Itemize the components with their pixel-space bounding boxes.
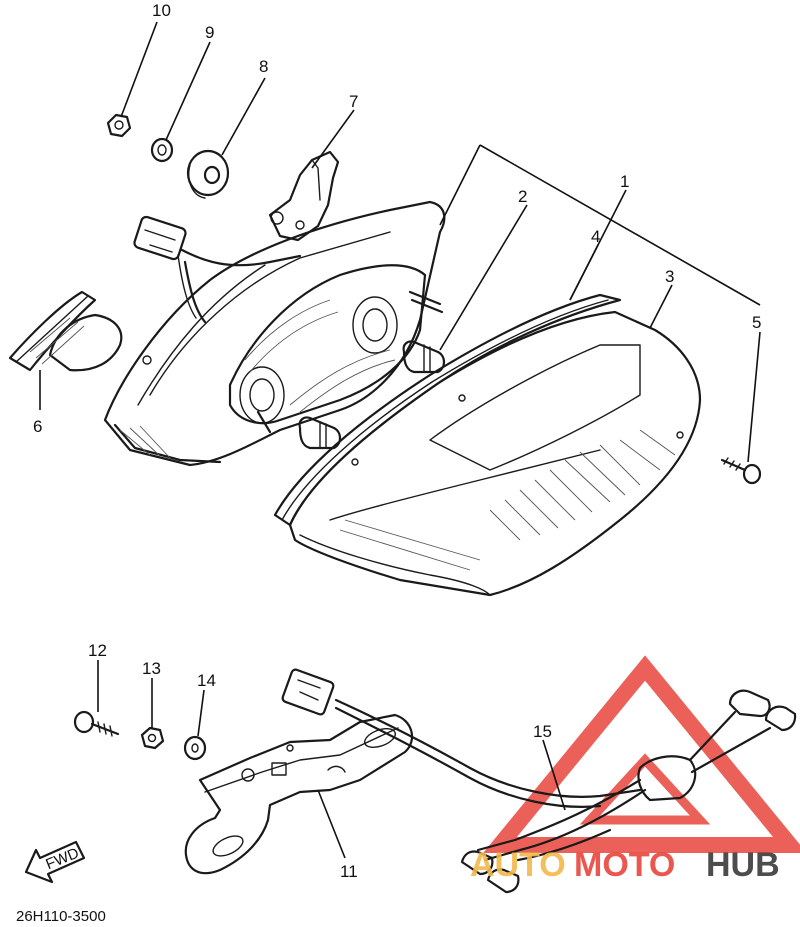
- callout-13: 13: [142, 659, 161, 678]
- watermark-logo: AUTO MOTO HUB: [470, 846, 780, 884]
- part-code: 26H110-3500: [16, 908, 106, 925]
- bracket-part: [268, 150, 340, 242]
- fwd-arrow-icon: FWD: [24, 840, 86, 884]
- bolt-part: [73, 710, 120, 737]
- leader-lines-lower: [97, 660, 566, 859]
- cushion-pad-part: [8, 290, 123, 372]
- callout-6: 6: [33, 417, 42, 436]
- washer-part: [150, 137, 174, 163]
- callout-11: 11: [340, 862, 358, 881]
- lower-nut-part: [140, 726, 165, 750]
- screw-part: [720, 457, 762, 485]
- taillight-lens: [288, 310, 702, 597]
- callout-3: 3: [665, 267, 674, 286]
- callout-5: 5: [752, 313, 761, 332]
- leader-lines: [39, 21, 761, 463]
- callout-2: 2: [518, 187, 527, 206]
- wire-harness: [281, 668, 797, 894]
- nut-part: [106, 113, 132, 138]
- fwd-label: FWD: [43, 845, 81, 874]
- mount-bracket: [184, 713, 414, 875]
- callout-labels: 10 9 8 7 1 2 4 3 5 6 12 13 14 15 11: [33, 1, 761, 881]
- watermark-triangle-icon: [483, 655, 800, 853]
- callout-12: 12: [88, 641, 107, 660]
- callout-14: 14: [197, 671, 216, 690]
- grommet-part: [186, 149, 230, 199]
- callout-7: 7: [349, 92, 358, 111]
- callout-8: 8: [259, 57, 268, 76]
- watermark-auto: AUTO: [470, 846, 566, 884]
- callout-4: 4: [591, 227, 600, 246]
- taillight-housing: [103, 200, 446, 467]
- lens-gasket: [273, 293, 622, 527]
- watermark-moto: MOTO: [574, 846, 675, 884]
- watermark-hub: HUB: [706, 846, 780, 884]
- callout-1: 1: [620, 172, 629, 191]
- callout-9: 9: [205, 23, 214, 42]
- callout-15: 15: [533, 722, 552, 741]
- callout-10: 10: [152, 1, 171, 20]
- bulb-part: [298, 340, 446, 450]
- lower-washer-part: [183, 735, 207, 761]
- lamp-connector: [133, 215, 302, 324]
